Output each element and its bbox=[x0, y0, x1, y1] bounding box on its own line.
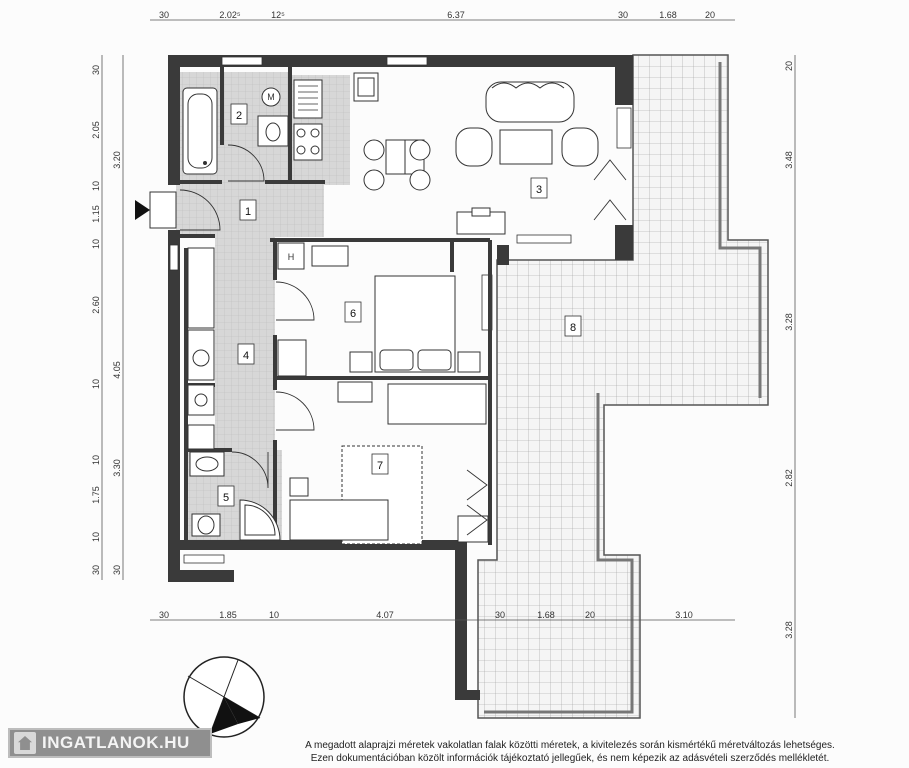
svg-text:20: 20 bbox=[585, 610, 595, 620]
logo-text: INGATLANOK.HU bbox=[42, 733, 190, 752]
svg-text:3.48: 3.48 bbox=[784, 151, 794, 169]
door-swings bbox=[179, 144, 627, 536]
svg-text:12⁵: 12⁵ bbox=[271, 10, 285, 20]
svg-text:2.82: 2.82 bbox=[784, 469, 794, 487]
footnote-line-2: Ezen dokumentációban közölt információk … bbox=[310, 753, 830, 764]
room-label-5: 5 bbox=[223, 492, 229, 504]
svg-text:2.05: 2.05 bbox=[91, 121, 101, 139]
room-labels: 2 1 3 4 5 6 7 8 M H bbox=[217, 92, 582, 507]
house-icon bbox=[14, 732, 36, 754]
svg-text:3.20: 3.20 bbox=[112, 151, 122, 169]
svg-text:10: 10 bbox=[91, 239, 101, 249]
svg-text:1.85: 1.85 bbox=[219, 610, 237, 620]
living-room-furniture bbox=[363, 81, 599, 235]
svg-text:10: 10 bbox=[91, 455, 101, 465]
room-label-2: 2 bbox=[236, 110, 242, 122]
svg-text:30: 30 bbox=[159, 610, 169, 620]
svg-text:30: 30 bbox=[91, 565, 101, 575]
svg-text:1.68: 1.68 bbox=[537, 610, 555, 620]
bottom-dimensions: 30 1.85 10 4.07 30 1.68 20 3.10 bbox=[159, 610, 693, 620]
svg-text:4.07: 4.07 bbox=[376, 610, 394, 620]
left-dimensions: 30 2.05 3.20 10 1.15 10 2.60 4.05 10 3.3… bbox=[91, 65, 122, 575]
room-label-4: 4 bbox=[243, 350, 249, 362]
svg-text:1.15: 1.15 bbox=[91, 205, 101, 223]
room-label-1: 1 bbox=[245, 206, 251, 218]
room-label-7: 7 bbox=[377, 460, 383, 472]
kitchen-units bbox=[293, 72, 379, 161]
exterior-walls bbox=[168, 55, 633, 700]
svg-text:1.75: 1.75 bbox=[91, 486, 101, 504]
svg-text:3.28: 3.28 bbox=[784, 313, 794, 331]
bedroom-6-furniture bbox=[277, 242, 481, 377]
hall-storage bbox=[149, 191, 215, 450]
svg-text:10: 10 bbox=[91, 532, 101, 542]
entrance-arrow-icon bbox=[135, 200, 150, 220]
svg-text:1.68: 1.68 bbox=[659, 10, 677, 20]
svg-text:6.37: 6.37 bbox=[447, 10, 465, 20]
svg-text:30: 30 bbox=[495, 610, 505, 620]
svg-text:30: 30 bbox=[91, 65, 101, 75]
bedroom-7-furniture bbox=[289, 381, 489, 545]
site-logo[interactable]: INGATLANOK.HU bbox=[8, 728, 212, 758]
svg-text:3.30: 3.30 bbox=[112, 459, 122, 477]
right-dimensions: 20 3.48 3.28 2.82 3.28 bbox=[784, 61, 794, 639]
meter-label: M bbox=[267, 92, 275, 102]
svg-text:20: 20 bbox=[784, 61, 794, 71]
footnote-line-1: A megadott alaprajzi méretek vakolatlan … bbox=[305, 740, 835, 751]
svg-text:3.28: 3.28 bbox=[784, 621, 794, 639]
svg-text:3.10: 3.10 bbox=[675, 610, 693, 620]
svg-text:2.60: 2.60 bbox=[91, 296, 101, 314]
room-label-8: 8 bbox=[570, 322, 576, 334]
svg-text:30: 30 bbox=[159, 10, 169, 20]
svg-text:30: 30 bbox=[112, 565, 122, 575]
room-label-3: 3 bbox=[536, 184, 542, 196]
dimension-lines bbox=[101, 19, 796, 718]
svg-text:20: 20 bbox=[705, 10, 715, 20]
compass-icon bbox=[183, 656, 265, 738]
bathroom-fixtures bbox=[182, 87, 289, 541]
windows bbox=[169, 56, 632, 564]
svg-text:30: 30 bbox=[618, 10, 628, 20]
svg-text:10: 10 bbox=[91, 181, 101, 191]
top-dimensions: 30 2.02⁵ 12⁵ 6.37 30 1.68 20 bbox=[159, 10, 715, 20]
svg-text:10: 10 bbox=[269, 610, 279, 620]
room-label-6: 6 bbox=[350, 308, 356, 320]
terrace-area bbox=[477, 54, 769, 719]
heater-label: H bbox=[288, 252, 295, 262]
svg-text:10: 10 bbox=[91, 379, 101, 389]
svg-text:2.02⁵: 2.02⁵ bbox=[219, 10, 241, 20]
svg-text:4.05: 4.05 bbox=[112, 361, 122, 379]
